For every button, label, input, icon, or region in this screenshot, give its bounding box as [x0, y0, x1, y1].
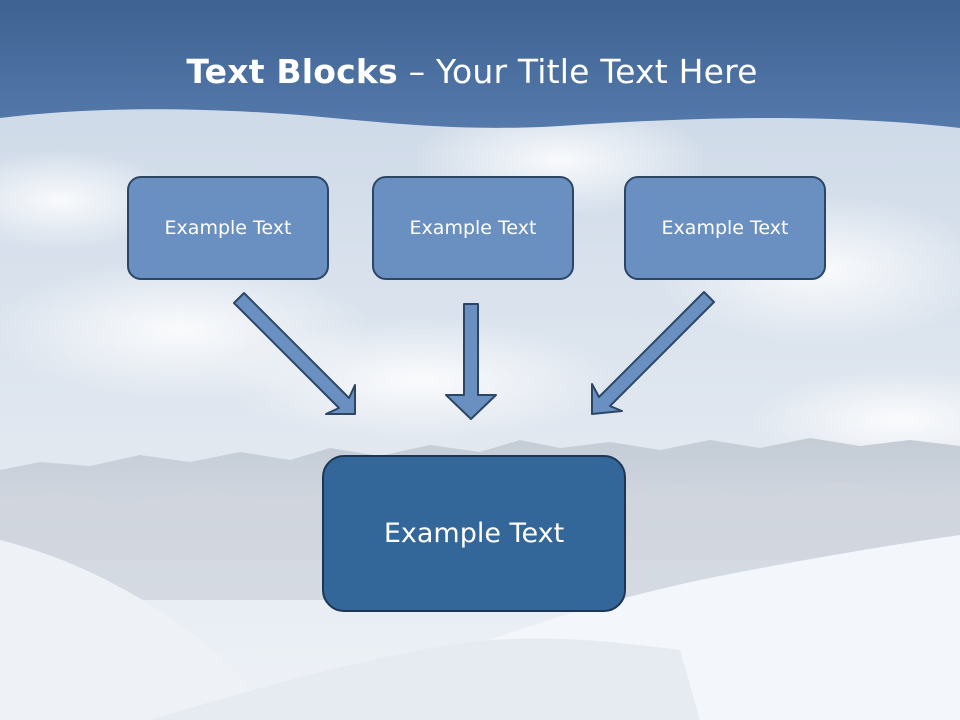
- text-block-center-label: Example Text: [383, 518, 565, 549]
- text-block-right-label: Example Text: [661, 217, 789, 239]
- text-block-center: Example Text: [322, 455, 626, 612]
- text-block-left-label: Example Text: [164, 217, 292, 239]
- slide-title: Text Blocks – Your Title Text Here: [0, 52, 944, 91]
- title-bold: Text Blocks: [186, 52, 398, 91]
- title-dash: –: [397, 52, 436, 91]
- title-rest: Your Title Text Here: [435, 52, 758, 91]
- snow-slopes: [0, 535, 960, 720]
- header-band: [0, 0, 960, 128]
- text-block-middle-label: Example Text: [409, 217, 537, 239]
- text-block-left: Example Text: [127, 176, 329, 280]
- text-block-right: Example Text: [624, 176, 826, 280]
- text-block-middle: Example Text: [372, 176, 574, 280]
